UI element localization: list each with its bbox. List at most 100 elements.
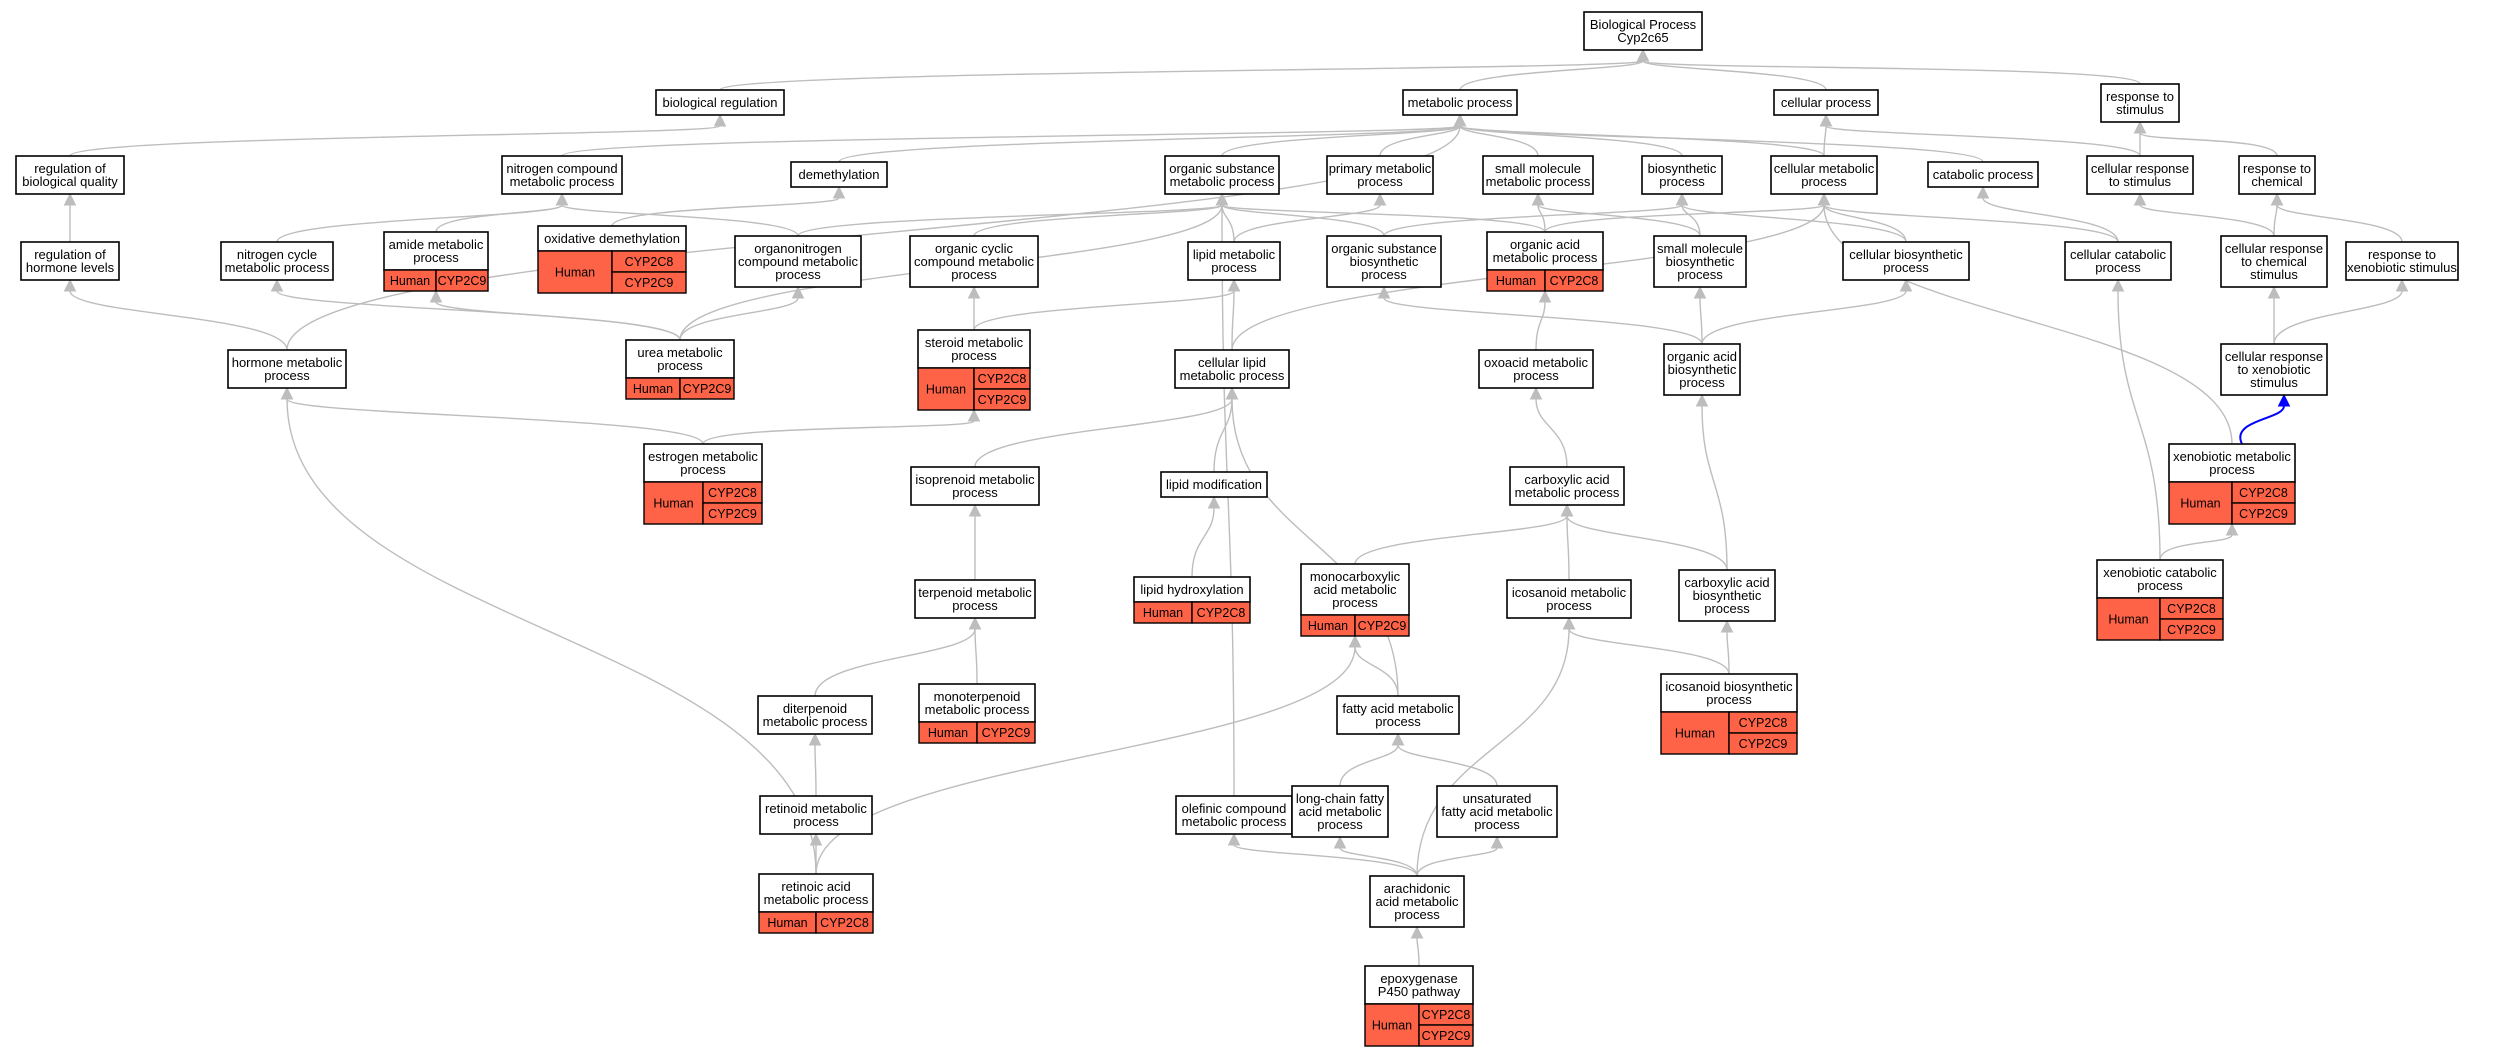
node-box xyxy=(758,873,874,913)
edge-arrowhead xyxy=(1693,285,1707,299)
annotation-gene-cell xyxy=(1354,614,1410,637)
annotation-gene: CYP2C8 xyxy=(820,916,869,930)
edge-arrowhead xyxy=(1560,503,1574,517)
go-term-node[interactable]: demethylation xyxy=(790,161,888,188)
edge-arrowhead xyxy=(1207,495,1221,509)
node-box xyxy=(1326,235,1442,288)
node-label: biological regulation xyxy=(663,95,778,110)
relation-edge xyxy=(1233,844,1418,877)
annotation-organism-cell xyxy=(537,250,613,294)
relation-edge xyxy=(69,290,288,351)
node-box xyxy=(1770,155,1878,195)
node-label: lipid hydroxylation xyxy=(1140,582,1243,597)
node-box xyxy=(1436,785,1558,838)
annotation-gene: CYP2C9 xyxy=(683,382,732,396)
relation-edge xyxy=(611,197,840,227)
relation-edge xyxy=(2273,290,2403,345)
go-term-node[interactable]: biological regulation xyxy=(655,89,785,116)
annotation-organism-cell xyxy=(2168,481,2233,525)
go-term-node[interactable]: lipid modification xyxy=(1160,471,1268,498)
relation-edge xyxy=(1823,204,1907,243)
relation-edge xyxy=(2117,290,2161,561)
go-term-node[interactable]: cellular process xyxy=(1773,89,1879,116)
go-term-node[interactable]: metabolic process xyxy=(1402,89,1518,116)
relation-edge xyxy=(1459,125,1984,163)
relation-edge xyxy=(2159,534,2233,561)
go-term-node[interactable]: catabolic process xyxy=(1927,161,2039,188)
node-box xyxy=(1583,11,1703,51)
node-box xyxy=(2220,235,2328,288)
node-box xyxy=(1326,155,1434,195)
relation-edge xyxy=(1642,60,2141,85)
node-box xyxy=(1133,576,1251,603)
node-box xyxy=(2064,241,2172,281)
edge-arrowhead xyxy=(1819,113,1833,127)
relation-edge xyxy=(815,646,1356,875)
relation-edge xyxy=(2276,204,2403,243)
relation-edge xyxy=(1416,937,1420,967)
relation-edge xyxy=(702,420,975,445)
